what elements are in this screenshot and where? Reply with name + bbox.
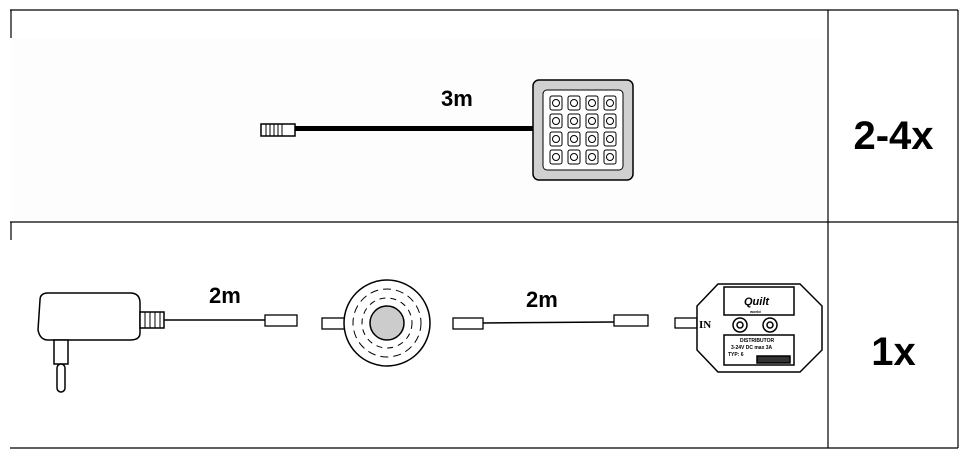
distributor-spec: 3-24V DC max 3A [731, 345, 773, 351]
logo-sub: world [749, 309, 761, 314]
power-adapter-icon [37, 292, 265, 393]
led-lens-icon [570, 153, 578, 161]
led-lens-icon [570, 135, 578, 143]
led-lens-icon [552, 135, 560, 143]
remote-switch-icon [343, 279, 431, 367]
led-lens-icon [606, 99, 614, 107]
led-lens-icon [606, 153, 614, 161]
distributor-type: TYP: 6 [728, 352, 744, 358]
distributor-title: DISTRIBUTOR [740, 338, 774, 344]
quantity-label: 2-4x [853, 114, 934, 158]
led-lens-icon [570, 99, 578, 107]
table-grid [10, 9, 959, 449]
led-panel-with-cable [260, 79, 634, 181]
led-lens-icon [588, 153, 596, 161]
connector-icon [264, 314, 698, 330]
cable-length-label: 2m [209, 283, 241, 308]
distributor-logo: Quilt [744, 296, 770, 308]
led-lens-icon [588, 135, 596, 143]
led-lens-icon [588, 117, 596, 125]
input-label: IN [699, 319, 711, 331]
distributor-icon [696, 283, 823, 373]
led-lens-icon [570, 117, 578, 125]
led-lens-icon [552, 117, 560, 125]
quantity-label: 1x [871, 330, 916, 374]
cable-length-label: 2m [526, 287, 558, 312]
led-lens-icon [552, 153, 560, 161]
led-lens-icon [552, 99, 560, 107]
led-lens-icon [606, 117, 614, 125]
led-lens-icon [588, 99, 596, 107]
cable-length-label: 3m [441, 86, 473, 111]
led-lens-icon [606, 135, 614, 143]
